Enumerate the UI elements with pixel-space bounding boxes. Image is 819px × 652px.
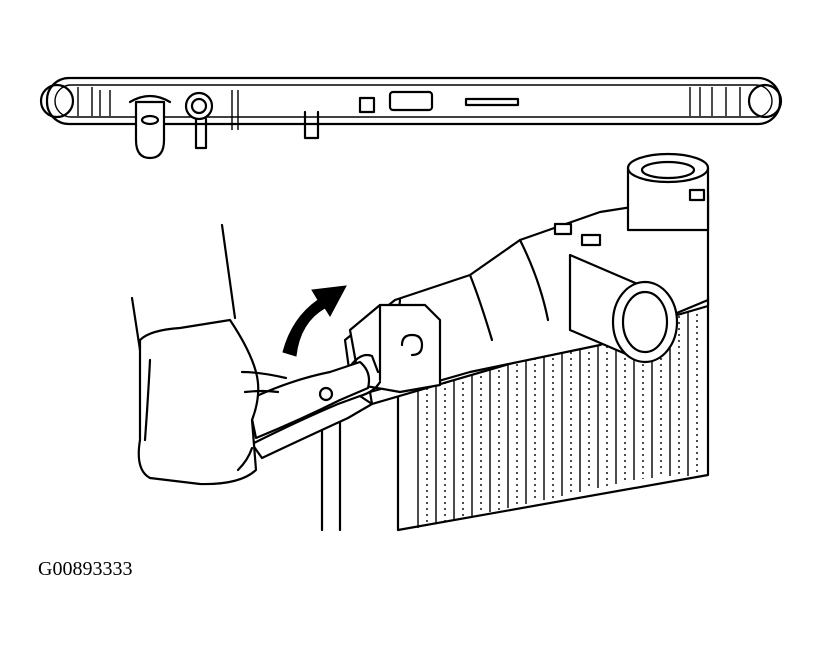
pliers bbox=[246, 353, 382, 460]
hand bbox=[130, 223, 288, 486]
left-claw-marker bbox=[39, 83, 75, 119]
right-claw-marker bbox=[747, 83, 783, 119]
figure-reference-code: G00893333 bbox=[38, 558, 133, 580]
rotation-arrow bbox=[282, 285, 347, 357]
outlet-pipe bbox=[134, 100, 166, 160]
radiator-tank-side-view bbox=[343, 152, 710, 394]
filler-neck bbox=[184, 91, 214, 121]
radiator-tank-top-view bbox=[39, 76, 783, 160]
